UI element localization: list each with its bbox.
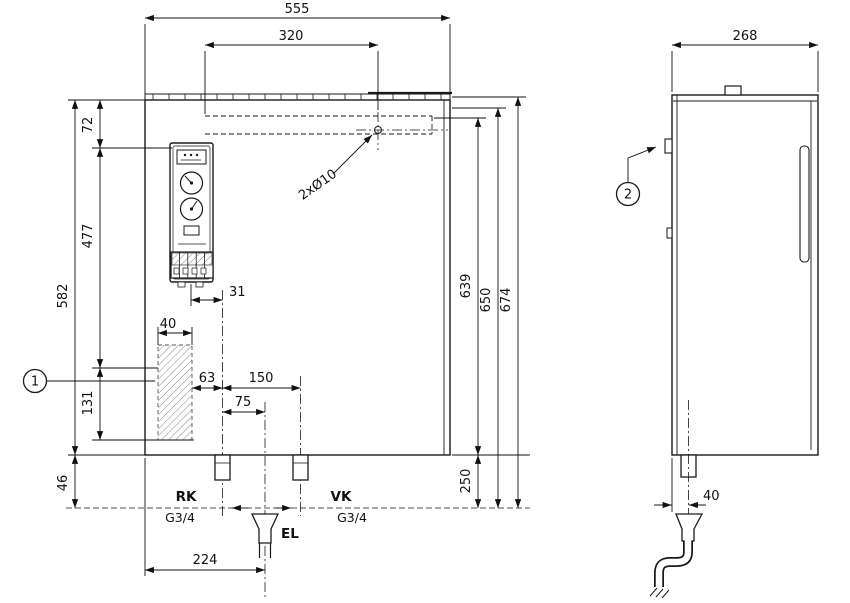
switch xyxy=(183,225,200,236)
el-funnel-tube xyxy=(258,543,272,558)
dim-bottom-label: 46 xyxy=(56,475,71,492)
dim-674-label: 674 xyxy=(499,288,514,313)
el-funnel xyxy=(250,513,280,558)
dim-bracket-holes-label: 320 xyxy=(279,29,304,44)
dim-477-label: 477 xyxy=(81,224,96,249)
dim-150-label: 150 xyxy=(249,371,274,386)
rk-thread-label: G3/4 xyxy=(165,510,195,525)
dim-63-label: 63 xyxy=(199,371,216,386)
dim-pipe-offset xyxy=(654,458,706,512)
dim-overall-height-label: 582 xyxy=(56,284,71,309)
trap-funnel-cup xyxy=(675,513,704,542)
pipe-centerlines xyxy=(222,112,448,600)
vk-port-label: VK xyxy=(331,489,352,505)
display-dot xyxy=(195,153,199,157)
knob-pointer xyxy=(191,200,198,210)
bottom-pipes xyxy=(214,454,309,481)
dim-anchor-width-label: 40 xyxy=(160,317,177,332)
mounting-bracket-hidden xyxy=(205,115,433,135)
callout-2: 2 xyxy=(615,146,657,207)
dim-top-panel-label: 72 xyxy=(81,117,96,134)
callout-1: 1 xyxy=(22,368,155,394)
side-top-tab xyxy=(724,85,742,96)
drain-trap xyxy=(649,513,704,599)
dim-224-label: 224 xyxy=(193,553,218,568)
dim-75-label: 75 xyxy=(235,395,252,410)
terminal-screw xyxy=(173,267,180,275)
ext-lines xyxy=(144,24,451,94)
callout-2-number: 2 xyxy=(624,188,632,203)
dim-anchor-width xyxy=(157,327,193,345)
ext-lines xyxy=(671,51,819,92)
terminal-screw xyxy=(191,267,198,275)
ext-lines xyxy=(434,96,530,456)
dim-131-label: 131 xyxy=(81,391,96,416)
drain-hatch xyxy=(649,587,670,599)
side-inner-lines xyxy=(673,95,817,455)
side-handle-slot xyxy=(799,145,810,263)
side-left-tab xyxy=(666,227,673,239)
callout-1-circle xyxy=(22,368,48,394)
right-dims xyxy=(434,96,530,508)
vk-thread-label: G3/4 xyxy=(337,510,367,525)
control-panel xyxy=(169,142,214,288)
vk-pipe-stub xyxy=(292,454,309,481)
rk-pipe-stub xyxy=(214,454,231,481)
display-dot xyxy=(189,153,193,157)
dim-650-label: 650 xyxy=(479,288,494,313)
el-funnel-cup xyxy=(250,513,280,544)
wall-anchor-zone xyxy=(157,344,193,441)
side-view xyxy=(664,85,819,478)
terminal-hatch xyxy=(171,252,213,266)
terminal-screw xyxy=(182,267,189,275)
ext-lines xyxy=(204,51,379,114)
callout-2-leader xyxy=(627,146,657,182)
top-vent-strip xyxy=(144,93,451,101)
dim-250-label: 250 xyxy=(459,469,474,494)
dim-31-label: 31 xyxy=(229,285,246,300)
ext-lines xyxy=(68,99,194,456)
panel-foot xyxy=(177,281,186,288)
dim-overall-width xyxy=(144,14,451,94)
display-window xyxy=(176,149,207,165)
dim-639-label: 639 xyxy=(459,274,474,299)
dim-depth xyxy=(671,41,819,92)
panel-foot xyxy=(195,281,204,288)
dim-depth-label: 268 xyxy=(733,29,758,44)
wall-hook xyxy=(664,138,673,154)
vent-ticks xyxy=(152,94,442,100)
terminal-dividers xyxy=(179,252,205,278)
dim-overall-width-label: 555 xyxy=(285,2,310,17)
left-dims xyxy=(68,99,194,508)
dim-pipe-offset-label: 40 xyxy=(703,489,720,504)
gauge-needle xyxy=(184,175,192,184)
terminal-screw xyxy=(200,267,207,275)
dim-bracket-holes xyxy=(204,41,379,114)
trap-pipe-inner xyxy=(655,540,692,589)
el-port-label: EL xyxy=(281,526,299,542)
hole-leader-arrow xyxy=(332,134,373,175)
side-unit-outline xyxy=(671,94,819,456)
callout-1-number: 1 xyxy=(31,375,39,390)
rk-port-label: RK xyxy=(176,489,197,505)
display-dot xyxy=(183,153,187,157)
callout-2-circle xyxy=(615,181,641,207)
bracket-hole xyxy=(374,126,382,134)
